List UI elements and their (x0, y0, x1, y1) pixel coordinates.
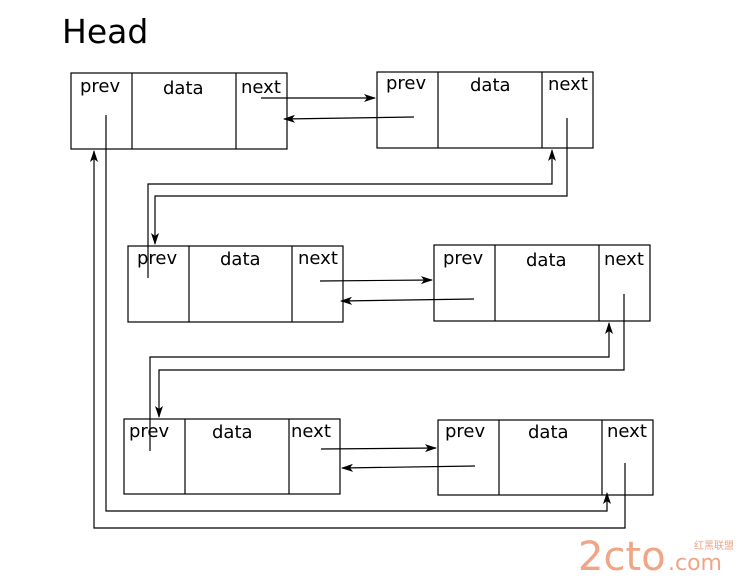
arrow-node5-next-to-node6 (320, 444, 437, 453)
arrow-node5-prev-to-node4 (149, 322, 613, 451)
node-1-data-label: data (163, 78, 204, 99)
node-5-box (123, 418, 341, 495)
arrow-node6-next-to-node1 (90, 150, 626, 529)
node-6: prev data next (437, 419, 654, 496)
watermark-logo: 2cto (578, 534, 666, 579)
node-5-data-label: data (212, 422, 253, 443)
node-6-data-label: data (528, 422, 569, 443)
node-6-prev-label: prev (445, 421, 486, 442)
node-3-next-label: next (298, 248, 338, 269)
watermark-domain: .com (668, 551, 722, 576)
node-5: prev data next (123, 418, 341, 495)
node-3: prev data next (127, 245, 344, 323)
pointer-arrows (90, 94, 626, 529)
arrow-node3-next-to-node4 (319, 276, 433, 285)
node-1-box (70, 72, 288, 150)
node-3-box (127, 245, 344, 323)
arrow-node2-next-to-node3 (151, 118, 568, 245)
node-2-prev-label: prev (386, 73, 427, 94)
arrow-node2-prev-to-node1 (283, 114, 415, 123)
node-6-box (437, 419, 654, 496)
node-1-next-label: next (241, 77, 281, 98)
node-2-next-label: next (548, 74, 588, 95)
arrow-node4-next-to-node5 (155, 294, 625, 418)
node-1-prev-label: prev (80, 76, 121, 97)
head-title: Head (62, 12, 148, 51)
node-4-data-label: data (526, 250, 567, 271)
arrow-node1-prev-to-node6 (105, 115, 611, 512)
node-2: prev data next (376, 71, 594, 149)
node-3-prev-label: prev (137, 248, 178, 269)
arrow-node4-prev-to-node3 (340, 296, 475, 305)
node-4: prev data next (433, 244, 651, 322)
arrow-node3-prev-to-node2 (147, 149, 556, 278)
node-2-box (376, 71, 594, 149)
node-4-box (433, 244, 651, 322)
node-4-next-label: next (604, 249, 644, 270)
node-4-prev-label: prev (443, 248, 484, 269)
node-2-data-label: data (470, 75, 511, 96)
node-5-prev-label: prev (129, 421, 170, 442)
node-1: prev data next (70, 72, 288, 150)
node-5-next-label: next (291, 421, 331, 442)
watermark-tagline: 红黑联盟 (694, 539, 734, 552)
watermark: 2cto .com 红黑联盟 (578, 534, 734, 579)
node-6-next-label: next (607, 421, 647, 442)
arrow-node6-prev-to-node5 (341, 463, 476, 472)
node-3-data-label: data (220, 249, 261, 270)
